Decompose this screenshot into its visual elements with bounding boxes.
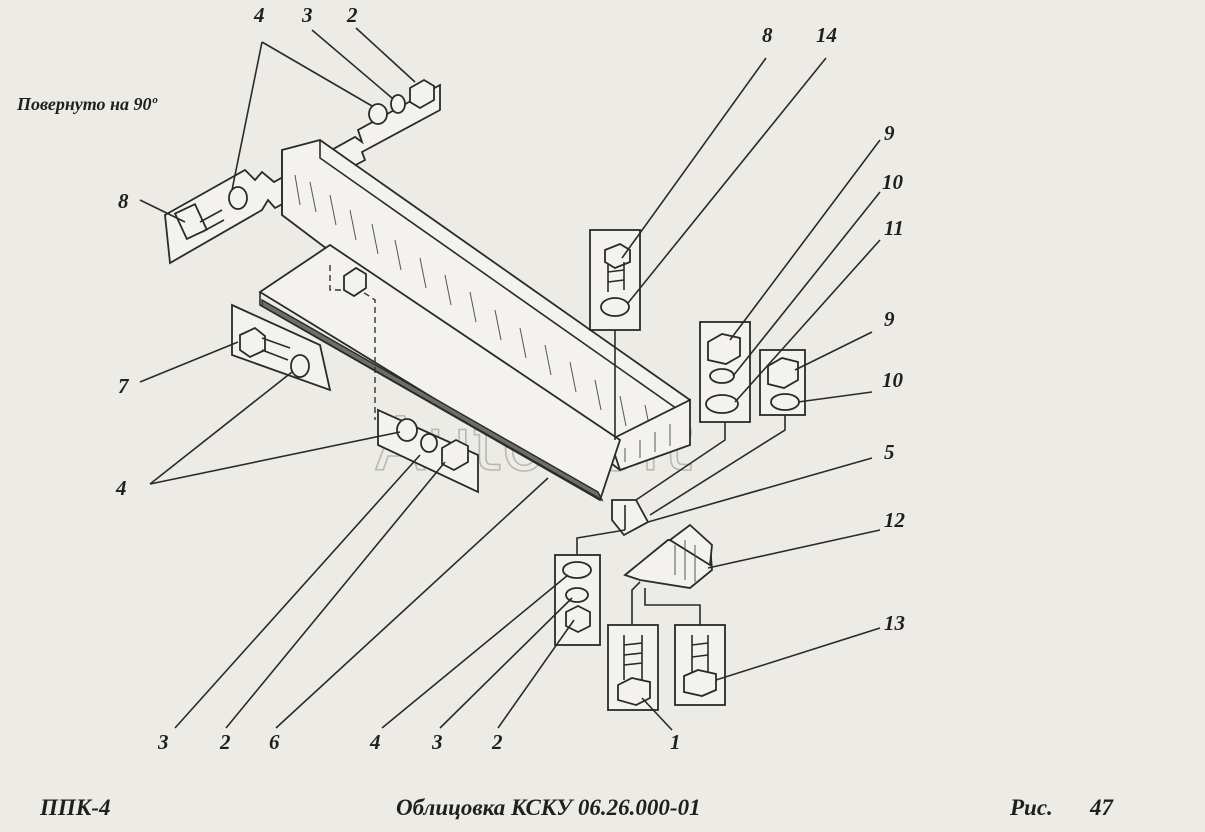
callout-10: 10 xyxy=(882,170,904,194)
washer-icon xyxy=(600,297,630,317)
callout-5: 5 xyxy=(884,440,895,464)
footer-fig-number: 47 xyxy=(1089,795,1115,820)
rotation-note: Повернуто на 90º xyxy=(16,94,158,114)
main-beam xyxy=(281,139,692,472)
callout-13: 13 xyxy=(884,611,905,635)
washer-icon xyxy=(396,418,418,442)
callout-2: 2 xyxy=(346,3,358,27)
nut-icon xyxy=(343,266,367,298)
callout-3: 3 xyxy=(301,3,313,27)
callout-9: 9 xyxy=(884,121,895,145)
callout-2: 2 xyxy=(491,730,503,754)
bolt-box-13 xyxy=(644,588,726,706)
lower-panel xyxy=(258,243,622,502)
footer-model: ППК-4 xyxy=(39,795,111,820)
bracket-5 xyxy=(611,499,650,537)
callout-4: 4 xyxy=(369,730,381,754)
callout-4: 4 xyxy=(253,3,265,27)
callout-8: 8 xyxy=(118,189,129,213)
callout-2: 2 xyxy=(219,730,231,754)
callout-9: 9 xyxy=(884,307,895,331)
callout-4: 4 xyxy=(115,476,127,500)
callout-3: 3 xyxy=(157,730,169,754)
footer-title: Облицовка КСКУ 06.26.000-01 xyxy=(396,795,701,820)
nut-box-9-10 xyxy=(649,349,806,516)
callout-6: 6 xyxy=(269,730,280,754)
nut-icon xyxy=(565,604,591,634)
washer-icon xyxy=(290,354,310,378)
lock-washer-icon xyxy=(390,94,406,114)
callout-7: 7 xyxy=(118,374,130,398)
washer-icon xyxy=(228,186,248,210)
nut-box-9-10-11 xyxy=(635,321,751,501)
callout-labels: 4 3 2 8 7 4 3 2 6 4 3 2 1 8 14 9 10 11 9… xyxy=(115,3,906,754)
lower-left-fastener-strip xyxy=(377,408,479,494)
washer-icon xyxy=(770,393,800,411)
callout-10: 10 xyxy=(882,368,904,392)
lock-washer-icon xyxy=(709,368,735,384)
washer-icon xyxy=(562,561,592,579)
callout-11: 11 xyxy=(884,216,904,240)
callout-3: 3 xyxy=(431,730,443,754)
washer-icon xyxy=(705,394,739,414)
lock-washer-icon xyxy=(420,433,438,453)
bolt-box-8-14 xyxy=(589,229,641,440)
bracket-12 xyxy=(623,523,713,589)
nut-box-4-3-2 xyxy=(554,529,626,646)
nut-icon xyxy=(441,438,469,472)
footer-fig-label: Рис. xyxy=(1009,795,1053,820)
bolt-head-icon xyxy=(239,326,266,359)
leader-lines xyxy=(139,27,881,731)
bolt-box-1 xyxy=(607,581,659,711)
callout-8: 8 xyxy=(762,23,773,47)
footer: ППК-4 Облицовка КСКУ 06.26.000-01 Рис. 4… xyxy=(39,795,1115,820)
callout-14: 14 xyxy=(816,23,837,47)
callout-12: 12 xyxy=(884,508,906,532)
washer-icon xyxy=(368,103,388,125)
left-bolt-strip xyxy=(231,303,332,392)
nut-icon xyxy=(409,78,435,110)
callout-1: 1 xyxy=(670,730,681,754)
